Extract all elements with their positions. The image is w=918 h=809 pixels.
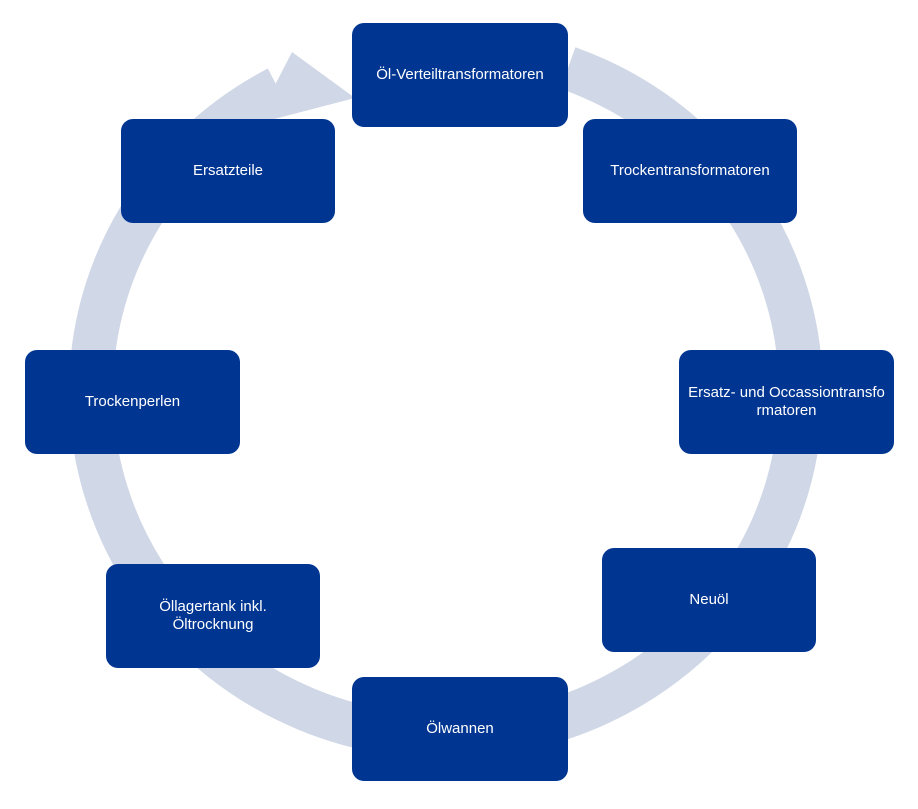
node-label: Ölwannen [426,720,494,737]
node-label: Ersatzteile [192,162,264,179]
node-ersatzteile: Ersatzteile [121,119,335,223]
node-label: Trockentransformatoren [610,162,770,179]
node-oellagertank: Öllagertank inkl. Öltrocknung [106,564,320,668]
node-oel-verteiltransformatoren: Öl-Verteiltransformatoren [352,23,568,127]
node-label: Trockenperlen [84,393,181,410]
node-label: Öllagertank inkl. Öltrocknung [159,598,267,633]
node-oelwannen: Ölwannen [352,677,568,781]
cycle-arrowhead [255,52,355,124]
node-ersatz-und-occassiontransformatoren: Ersatz- und Occassiontransformatoren [679,350,894,454]
node-label: Ersatz- und Occassiontransformatoren [688,384,885,419]
node-label: Neuöl [689,591,729,608]
node-trockentransformatoren: Trockentransformatoren [583,119,797,223]
node-trockenperlen: Trockenperlen [25,350,240,454]
node-neuoel: Neuöl [602,548,816,652]
node-label: Öl-Verteiltransformatoren [376,66,544,83]
